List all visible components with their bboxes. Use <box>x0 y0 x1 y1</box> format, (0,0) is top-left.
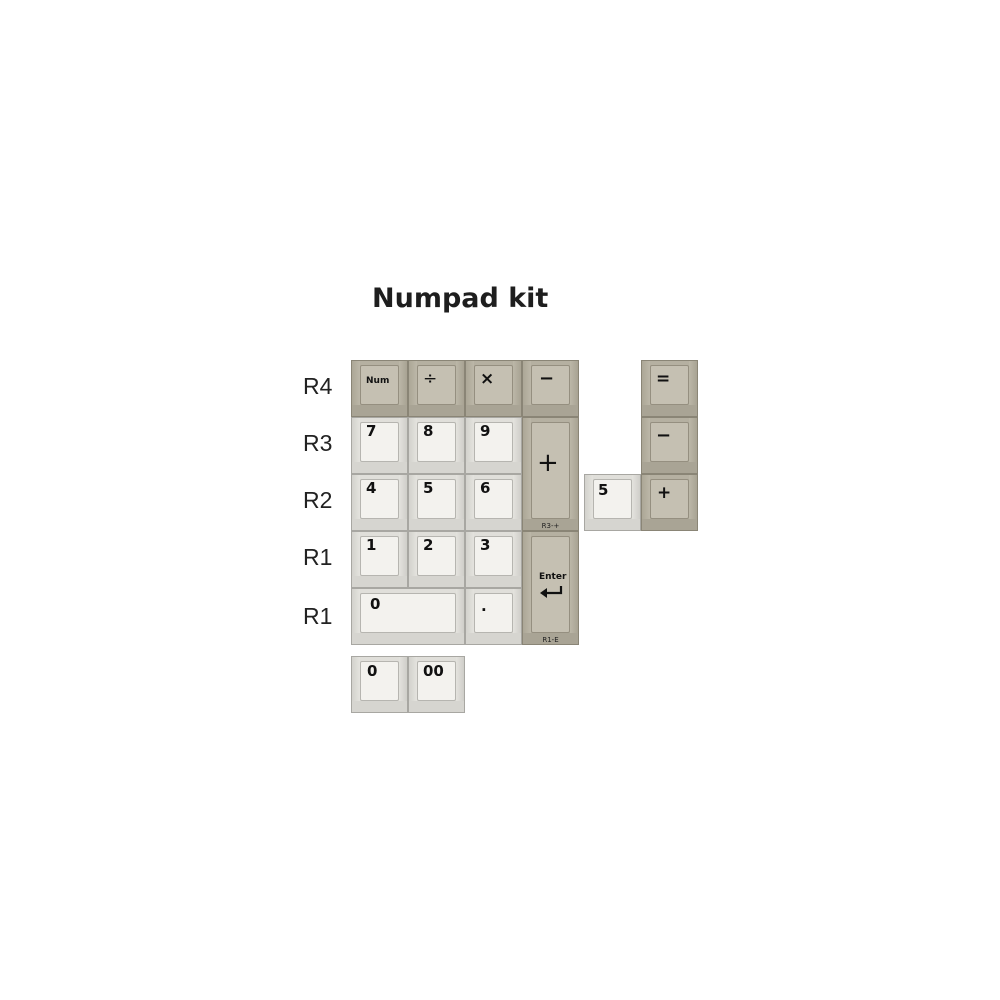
key-legend: 6 <box>480 479 491 497</box>
key-legend: + <box>537 448 559 478</box>
key-0-wide[interactable]: 0 <box>351 588 465 645</box>
key-legend: 1 <box>366 536 377 554</box>
key-divide[interactable]: ÷ <box>408 360 465 417</box>
key-plus-tall[interactable]: + R3-+ <box>522 417 579 531</box>
row-label-r4: R4 <box>303 373 333 399</box>
key-8[interactable]: 8 <box>408 417 465 474</box>
key-legend: 4 <box>366 479 377 497</box>
key-extra-plus[interactable]: + <box>641 474 698 531</box>
key-legend: − <box>539 368 555 389</box>
key-decimal[interactable]: . <box>465 588 522 645</box>
key-legend: 00 <box>423 662 444 680</box>
key-legend: 2 <box>423 536 434 554</box>
key-00[interactable]: 00 <box>408 656 465 713</box>
key-6[interactable]: 6 <box>465 474 522 531</box>
key-1[interactable]: 1 <box>351 531 408 588</box>
key-sublabel: R3-+ <box>541 522 560 530</box>
key-legend: . <box>481 597 487 615</box>
key-4[interactable]: 4 <box>351 474 408 531</box>
key-multiply[interactable]: × <box>465 360 522 417</box>
key-3[interactable]: 3 <box>465 531 522 588</box>
key-legend: 5 <box>423 479 434 497</box>
key-legend: − <box>656 425 672 446</box>
key-legend: Enter <box>539 572 567 582</box>
key-extra-minus[interactable]: − <box>641 417 698 474</box>
return-arrow-icon <box>540 586 563 598</box>
key-legend: ÷ <box>423 369 438 389</box>
key-extra-5[interactable]: 5 <box>584 474 641 531</box>
key-num[interactable]: Num <box>351 360 408 417</box>
key-legend: 3 <box>480 536 491 554</box>
key-legend: 9 <box>480 422 491 440</box>
key-5[interactable]: 5 <box>408 474 465 531</box>
key-legend: 7 <box>366 422 377 440</box>
key-7[interactable]: 7 <box>351 417 408 474</box>
key-legend: 5 <box>598 481 609 499</box>
key-legend: 0 <box>367 662 378 680</box>
key-legend: 8 <box>423 422 434 440</box>
key-legend: + <box>657 483 672 503</box>
page-title: Numpad kit <box>372 283 549 314</box>
key-9[interactable]: 9 <box>465 417 522 474</box>
key-legend: = <box>656 369 671 389</box>
key-legend: 0 <box>370 595 381 613</box>
key-legend: × <box>480 369 495 389</box>
row-label-r1: R1 <box>303 544 333 570</box>
key-equals[interactable]: = <box>641 360 698 417</box>
key-legend: Num <box>366 376 390 386</box>
key-sublabel: R1-E <box>542 636 559 644</box>
row-label-r1-bottom: R1 <box>303 603 333 629</box>
key-extra-0[interactable]: 0 <box>351 656 408 713</box>
key-2[interactable]: 2 <box>408 531 465 588</box>
row-label-r2: R2 <box>303 487 333 513</box>
key-enter[interactable]: Enter R1-E <box>522 531 579 645</box>
key-minus[interactable]: − <box>522 360 579 417</box>
row-label-r3: R3 <box>303 430 333 456</box>
